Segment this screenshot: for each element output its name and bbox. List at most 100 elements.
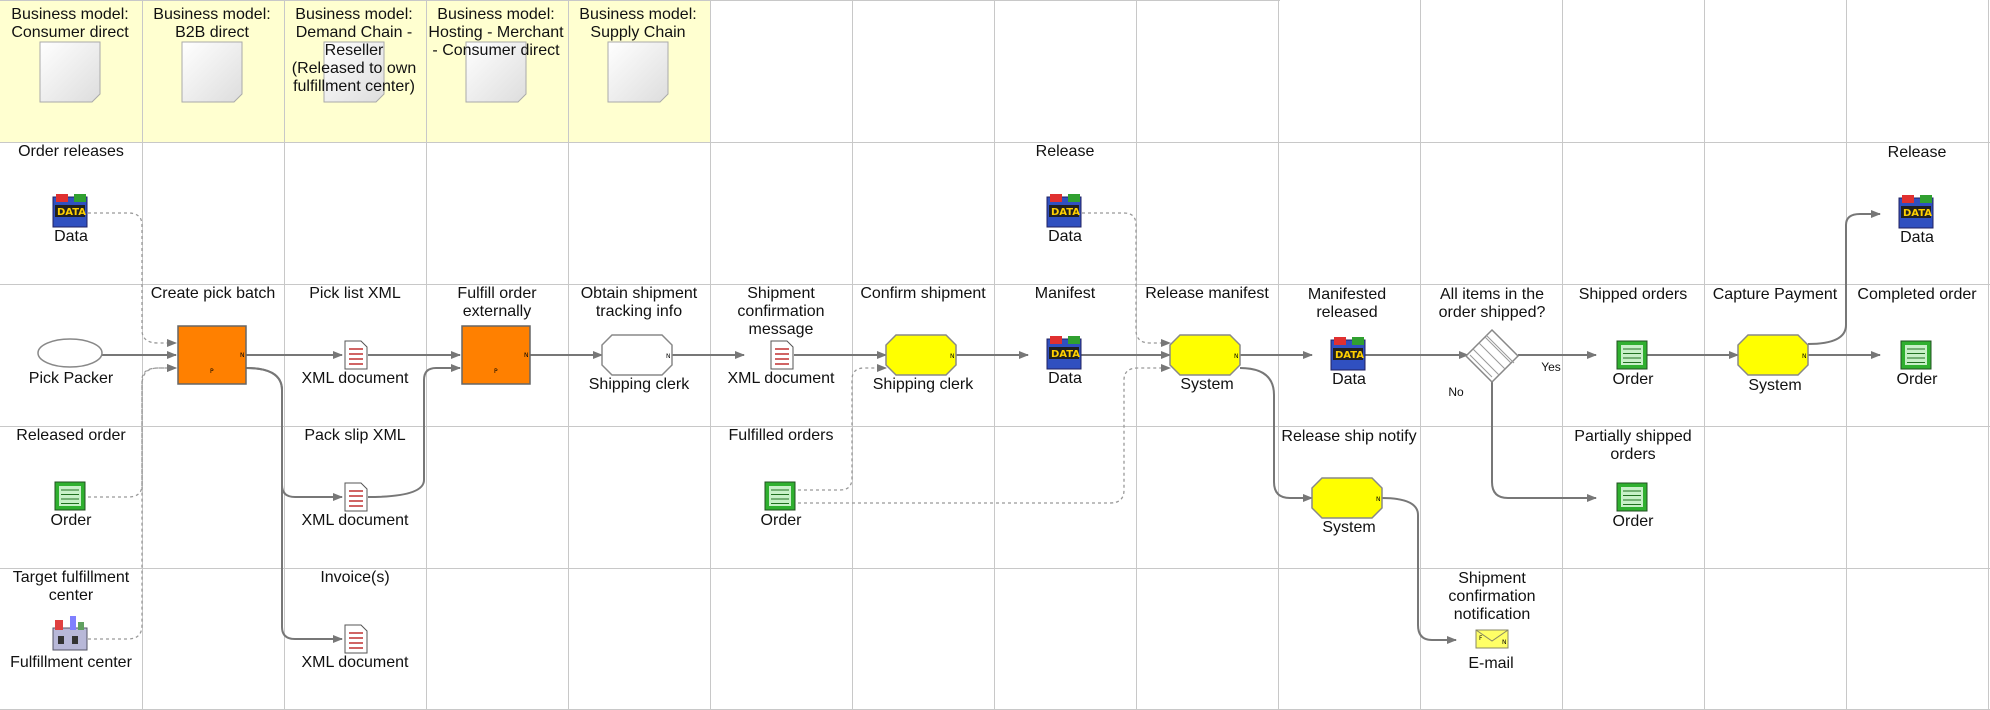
title-shipment-conf-msg: Shipment confirmation message — [737, 285, 825, 338]
svg-text:DATA: DATA — [1051, 207, 1080, 218]
solid-connectors — [102, 210, 1881, 644]
fulfillment-center-icon — [52, 616, 88, 651]
gateway-no-label: No — [1448, 385, 1464, 399]
title-fulfill-order: Fulfill order externally — [457, 285, 537, 320]
title-target-fulfillment: Target fulfillment center — [12, 569, 130, 604]
svg-text:P: P — [210, 368, 214, 375]
order-icon — [1900, 340, 1932, 370]
caption-fulfillment-center: Fulfillment center — [10, 654, 132, 671]
caption-shipping-clerk-1: Shipping clerk — [588, 376, 690, 393]
caption-system-capture: System — [1748, 377, 1802, 394]
svg-text:N: N — [1502, 639, 1507, 646]
data-icon: DATA — [1046, 194, 1082, 228]
caption-order-partial: Order — [1612, 513, 1654, 530]
title-shipment-conf-notification: Shipment confirmation notification — [1448, 570, 1536, 623]
caption-order-completed: Order — [1896, 371, 1938, 388]
xml-document-icon — [770, 340, 794, 370]
email-icon: F N — [1475, 629, 1509, 649]
data-icon: DATA — [1046, 336, 1082, 370]
caption-system-ship-notify: System — [1322, 519, 1376, 536]
data-icon: DATA — [52, 194, 88, 228]
order-icon — [54, 481, 86, 511]
svg-text:DATA: DATA — [1903, 208, 1932, 219]
confirm-shipment-task: N — [885, 334, 957, 376]
header-b2b-direct: Business model: B2B direct — [153, 6, 271, 41]
caption-data-3: Data — [1048, 370, 1082, 387]
header-consumer-direct: Business model: Consumer direct — [11, 6, 129, 41]
caption-xml-conf-msg: XML document — [727, 370, 835, 387]
page-icon — [323, 41, 385, 103]
order-icon — [764, 481, 796, 511]
xml-document-icon — [344, 624, 368, 654]
caption-data-2: Data — [1048, 228, 1082, 245]
page-placeholder-icons — [39, 41, 669, 103]
title-pick-list-xml: Pick list XML — [309, 285, 401, 302]
caption-data-5: Data — [1900, 229, 1934, 246]
title-manifest: Manifest — [1034, 285, 1096, 302]
xml-document-icons — [344, 340, 794, 654]
xml-document-icon — [344, 482, 368, 512]
caption-system-release-manifest: System — [1180, 376, 1234, 393]
caption-data-4: Data — [1332, 371, 1366, 388]
page-icon — [181, 41, 243, 103]
page-icon — [465, 41, 527, 103]
caption-order-released: Order — [50, 512, 92, 529]
header-supply-chain: Business model: Supply Chain — [579, 6, 697, 41]
header-demand-chain: Business model: Demand Chain - Reseller … — [291, 6, 417, 95]
svg-text:N: N — [1802, 353, 1807, 360]
svg-text:N: N — [524, 352, 529, 359]
order-icon — [1616, 482, 1648, 512]
obtain-tracking-task: N — [601, 334, 673, 376]
data-icons: DATA DATA DATA DATA DATA — [52, 194, 1934, 371]
title-all-items: All items in the order shipped? — [1438, 286, 1546, 321]
title-release-2: Release — [1887, 144, 1947, 161]
svg-text:F: F — [1479, 635, 1483, 642]
title-pack-slip-xml: Pack slip XML — [304, 427, 406, 444]
release-ship-notify-task: N — [1311, 477, 1383, 519]
fulfill-order-activity: P N — [461, 325, 531, 385]
title-invoices: Invoice(s) — [320, 569, 390, 586]
title-release-ship-notify: Release ship notify — [1281, 428, 1417, 445]
svg-text:P: P — [494, 368, 498, 375]
release-manifest-task: N — [1169, 334, 1241, 376]
caption-pick-packer: Pick Packer — [28, 370, 114, 387]
data-icon: DATA — [1330, 337, 1366, 371]
title-manifested-released: Manifested released — [1307, 286, 1387, 321]
title-partially-shipped: Partially shipped orders — [1574, 428, 1692, 463]
caption-shipping-clerk-2: Shipping clerk — [872, 376, 974, 393]
title-released-order: Released order — [16, 427, 126, 444]
svg-text:DATA: DATA — [1335, 350, 1364, 361]
page-icon — [607, 41, 669, 103]
title-shipped-orders: Shipped orders — [1578, 286, 1688, 303]
caption-xml-invoices: XML document — [301, 654, 409, 671]
dashed-connectors — [88, 212, 1171, 640]
header-hosting: Business model: Hosting - Merchant - Con… — [428, 6, 564, 59]
svg-text:N: N — [666, 353, 671, 360]
svg-text:DATA: DATA — [1051, 349, 1080, 360]
caption-order-shipped: Order — [1612, 371, 1654, 388]
pick-packer-start-event — [37, 338, 103, 368]
capture-payment-task: N — [1737, 334, 1809, 376]
title-confirm-shipment: Confirm shipment — [860, 285, 986, 302]
create-pick-batch-activity: P N — [177, 325, 247, 385]
caption-data-1: Data — [54, 228, 88, 245]
title-release-1: Release — [1035, 143, 1095, 160]
all-items-shipped-gateway — [1464, 328, 1520, 384]
order-icons — [54, 340, 1932, 512]
title-release-manifest: Release manifest — [1145, 285, 1269, 302]
data-icon: DATA — [1898, 195, 1934, 229]
title-order-releases: Order releases — [18, 143, 124, 160]
page-icon — [39, 41, 101, 103]
order-icon — [1616, 340, 1648, 370]
title-obtain-tracking: Obtain shipment tracking info — [580, 285, 698, 320]
svg-text:N: N — [240, 352, 245, 359]
caption-xml-pack-slip: XML document — [301, 512, 409, 529]
caption-order-fulfilled: Order — [760, 512, 802, 529]
title-capture-payment: Capture Payment — [1712, 286, 1838, 303]
caption-xml-pick-list: XML document — [301, 370, 409, 387]
svg-text:N: N — [1234, 353, 1239, 360]
title-create-pick-batch: Create pick batch — [150, 285, 276, 302]
svg-text:DATA: DATA — [57, 207, 86, 218]
gateway-yes-label: Yes — [1541, 360, 1561, 374]
